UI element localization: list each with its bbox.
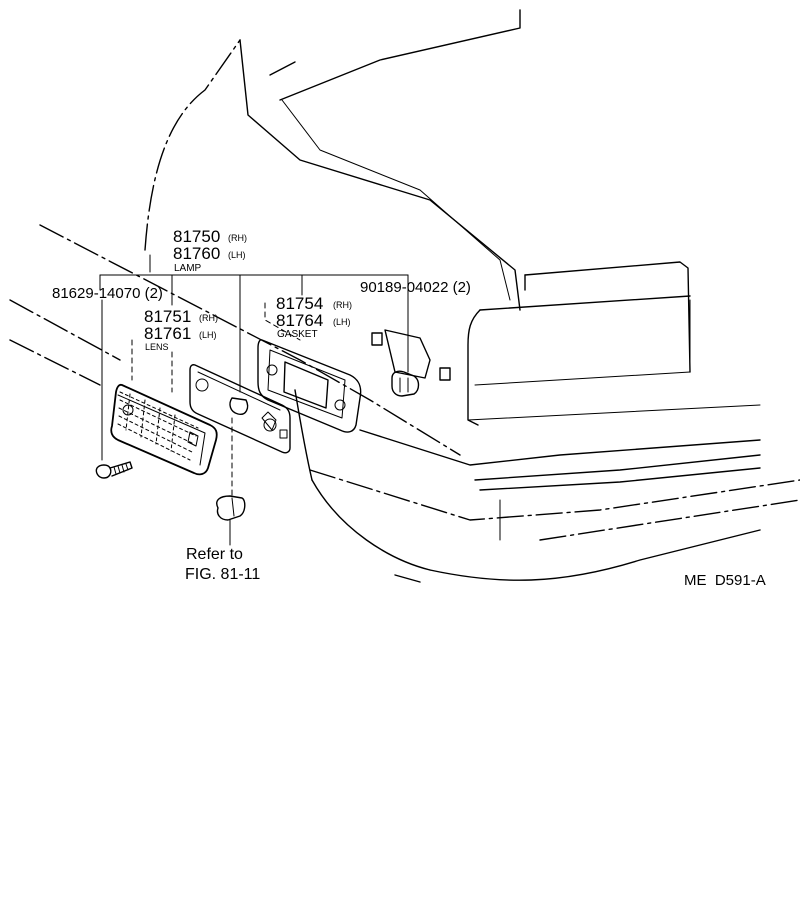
gasket-name: GASKET — [277, 329, 318, 340]
lens-icon — [110, 383, 218, 476]
screw-icon — [95, 461, 133, 479]
lamp-name: LAMP — [174, 263, 202, 274]
callout-bulb-reference: Refer to FIG. 81-11 — [185, 546, 260, 583]
clip-icon — [391, 370, 420, 397]
figure-code: ME D591-A — [684, 572, 766, 589]
lamp-suffix-lh: (LH) — [228, 250, 246, 260]
lens-suffix-rh: (RH) — [199, 313, 218, 323]
gasket-icon — [257, 339, 362, 433]
gasket-suffix-lh: (LH) — [333, 317, 351, 327]
bulb-icon — [216, 495, 246, 521]
lens-suffix-lh: (LH) — [199, 330, 217, 340]
gasket-number-rh: 81754 — [276, 294, 323, 313]
callout-screw: 81629-14070 (2) — [52, 285, 163, 302]
lamp-number-lh: 81760 — [173, 244, 220, 263]
callout-gasket: 81754 (RH) 81764 (LH) GASKET — [276, 294, 352, 340]
callout-clip: 90189-04022 (2) — [360, 279, 471, 296]
callout-lens: 81751 (RH) 81761 (LH) LENS — [144, 307, 218, 352]
lens-name: LENS — [145, 342, 169, 352]
lamp-suffix-rh: (RH) — [228, 233, 247, 243]
lens-number-rh: 81751 — [144, 307, 191, 326]
leader-lines — [99, 254, 409, 546]
gasket-suffix-rh: (RH) — [333, 300, 352, 310]
lens-number-lh: 81761 — [144, 324, 191, 343]
lamp-number-rh: 81750 — [173, 227, 220, 246]
bulb-reference-line1: Refer to — [186, 546, 243, 563]
callout-lamp: 81750 (RH) 81760 (LH) LAMP — [173, 227, 247, 274]
clip-part-number: 90189-04022 (2) — [360, 279, 471, 296]
gasket-number-lh: 81764 — [276, 311, 323, 330]
lamp-housing-icon — [189, 364, 291, 454]
bulb-reference-line2: FIG. 81-11 — [185, 566, 260, 583]
screw-part-number: 81629-14070 (2) — [52, 285, 163, 302]
car-body-outline — [9, 9, 800, 583]
